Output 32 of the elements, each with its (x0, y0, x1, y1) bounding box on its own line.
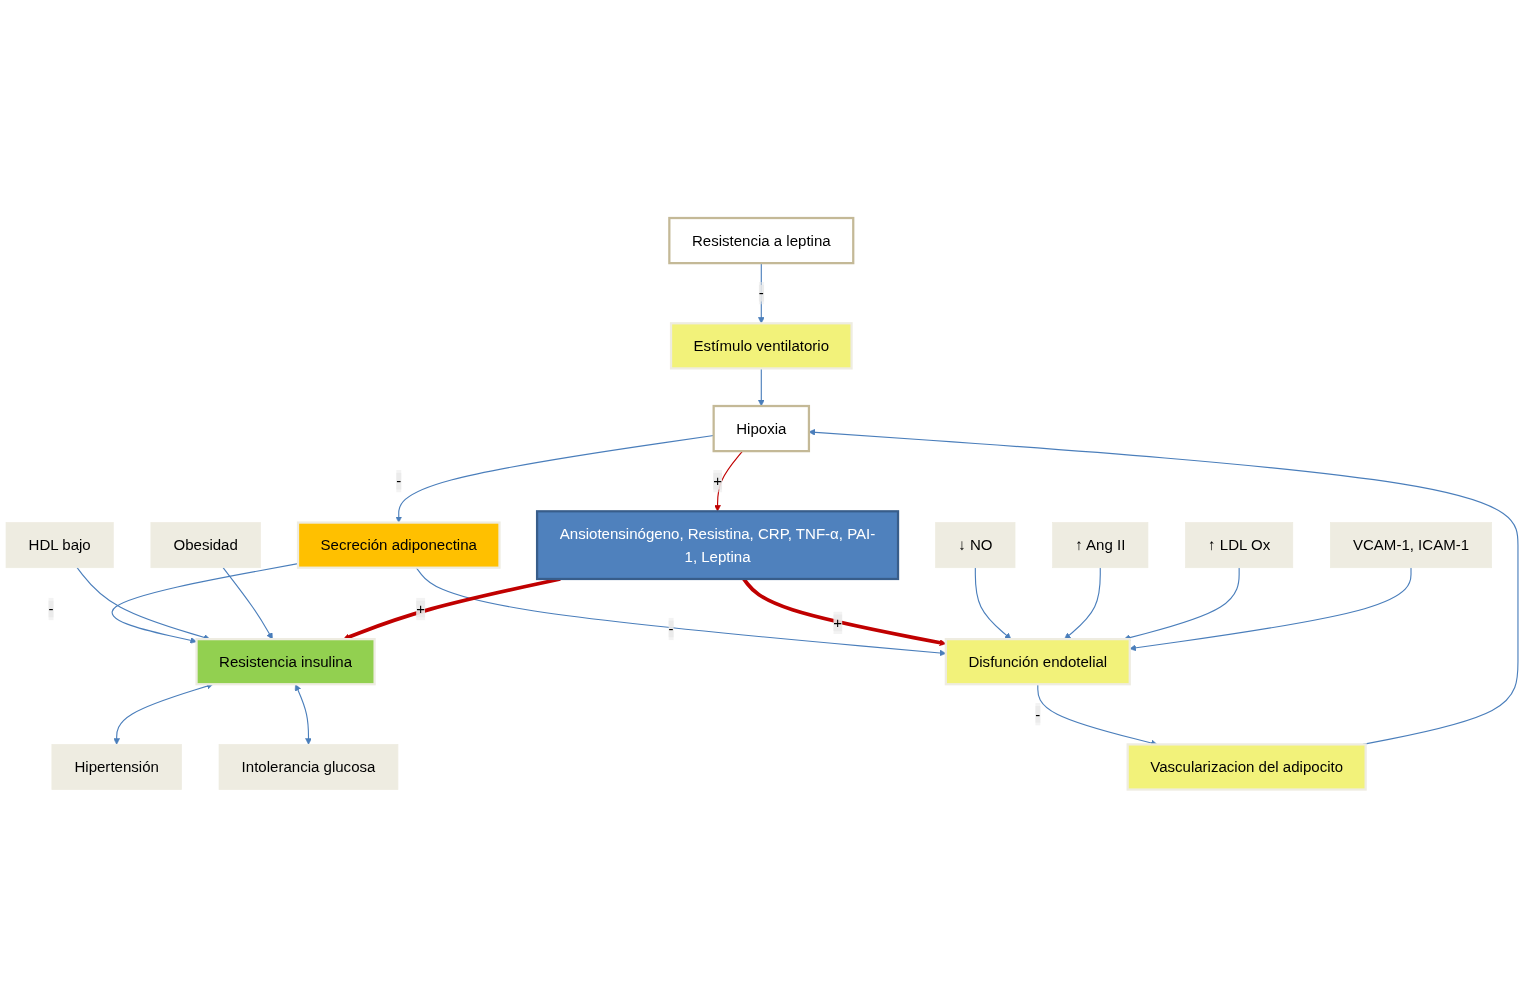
edge-label: - (48, 601, 54, 618)
edge-label: + (416, 601, 425, 618)
node-box: Obesidad (150, 522, 261, 569)
arrow (1129, 567, 1412, 652)
node-box: Secreción adiponectina (296, 521, 501, 570)
node-box: Intolerancia glucosa (218, 744, 399, 791)
node-box: ↑ Ang II (1052, 522, 1149, 569)
edge-label: + (833, 614, 843, 632)
node-box: ↓ NO (935, 522, 1016, 569)
node-box: Hipoxia (712, 405, 811, 453)
arrow (294, 684, 312, 745)
arrow (1064, 567, 1101, 640)
arrow (222, 567, 273, 640)
edge-label: - (668, 620, 674, 638)
edge-label: - (758, 285, 764, 302)
node-box: VCAM-1, ICAM-1 (1330, 522, 1493, 569)
node-box: Disfunción endotelial (944, 638, 1131, 686)
edge-label: + (713, 473, 722, 490)
arrow (974, 567, 1012, 640)
edge-label: - (1035, 706, 1041, 723)
arrow (808, 429, 1519, 746)
node-box: Hipertensión (51, 744, 182, 791)
node-box: Vascularizacion del adipocito (1126, 743, 1367, 791)
node-box: Estímulo ventilatorio (669, 322, 853, 370)
arrow (111, 563, 299, 644)
edge-label: - (396, 473, 402, 490)
node-box: Resistencia insulina (195, 638, 376, 686)
arrow (758, 368, 765, 407)
node-box: HDL bajo (5, 522, 114, 569)
node-box: Resistencia a leptina (668, 217, 855, 265)
node-box: Ansiotensinógeno, Resistina, CRP, TNF-α, PAI-1, Leptina (535, 510, 900, 581)
node-box: ↑ LDL Ox (1185, 522, 1294, 569)
